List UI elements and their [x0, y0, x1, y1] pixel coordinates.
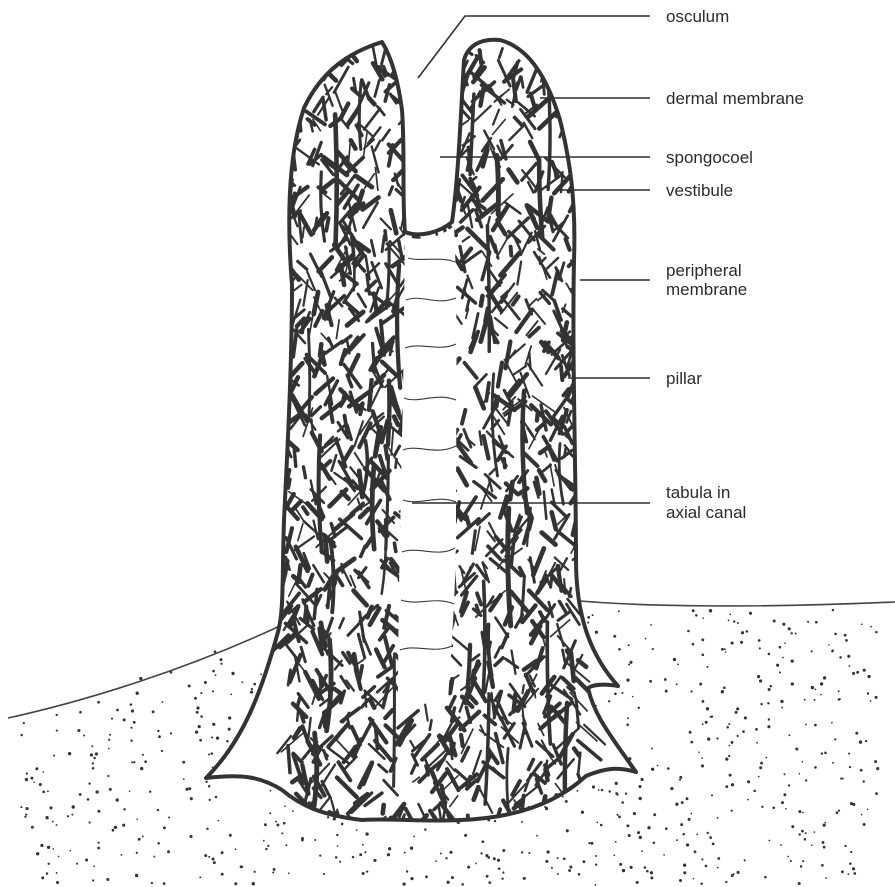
labels: osculum dermal membrane spongocoel vesti… — [666, 7, 804, 522]
label-spongocoel: spongocoel — [666, 148, 753, 167]
label-osculum: osculum — [666, 7, 729, 26]
label-tabula-line1: tabula in — [666, 483, 730, 502]
label-vestibule: vestibule — [666, 181, 733, 200]
label-dermal-membrane: dermal membrane — [666, 89, 804, 108]
label-peripheral-membrane-line1: peripheral — [666, 261, 742, 280]
label-pillar: pillar — [666, 369, 702, 388]
label-tabula-line2: axial canal — [666, 503, 746, 522]
label-peripheral-membrane-line2: membrane — [666, 280, 747, 299]
axial-canal — [398, 226, 457, 704]
